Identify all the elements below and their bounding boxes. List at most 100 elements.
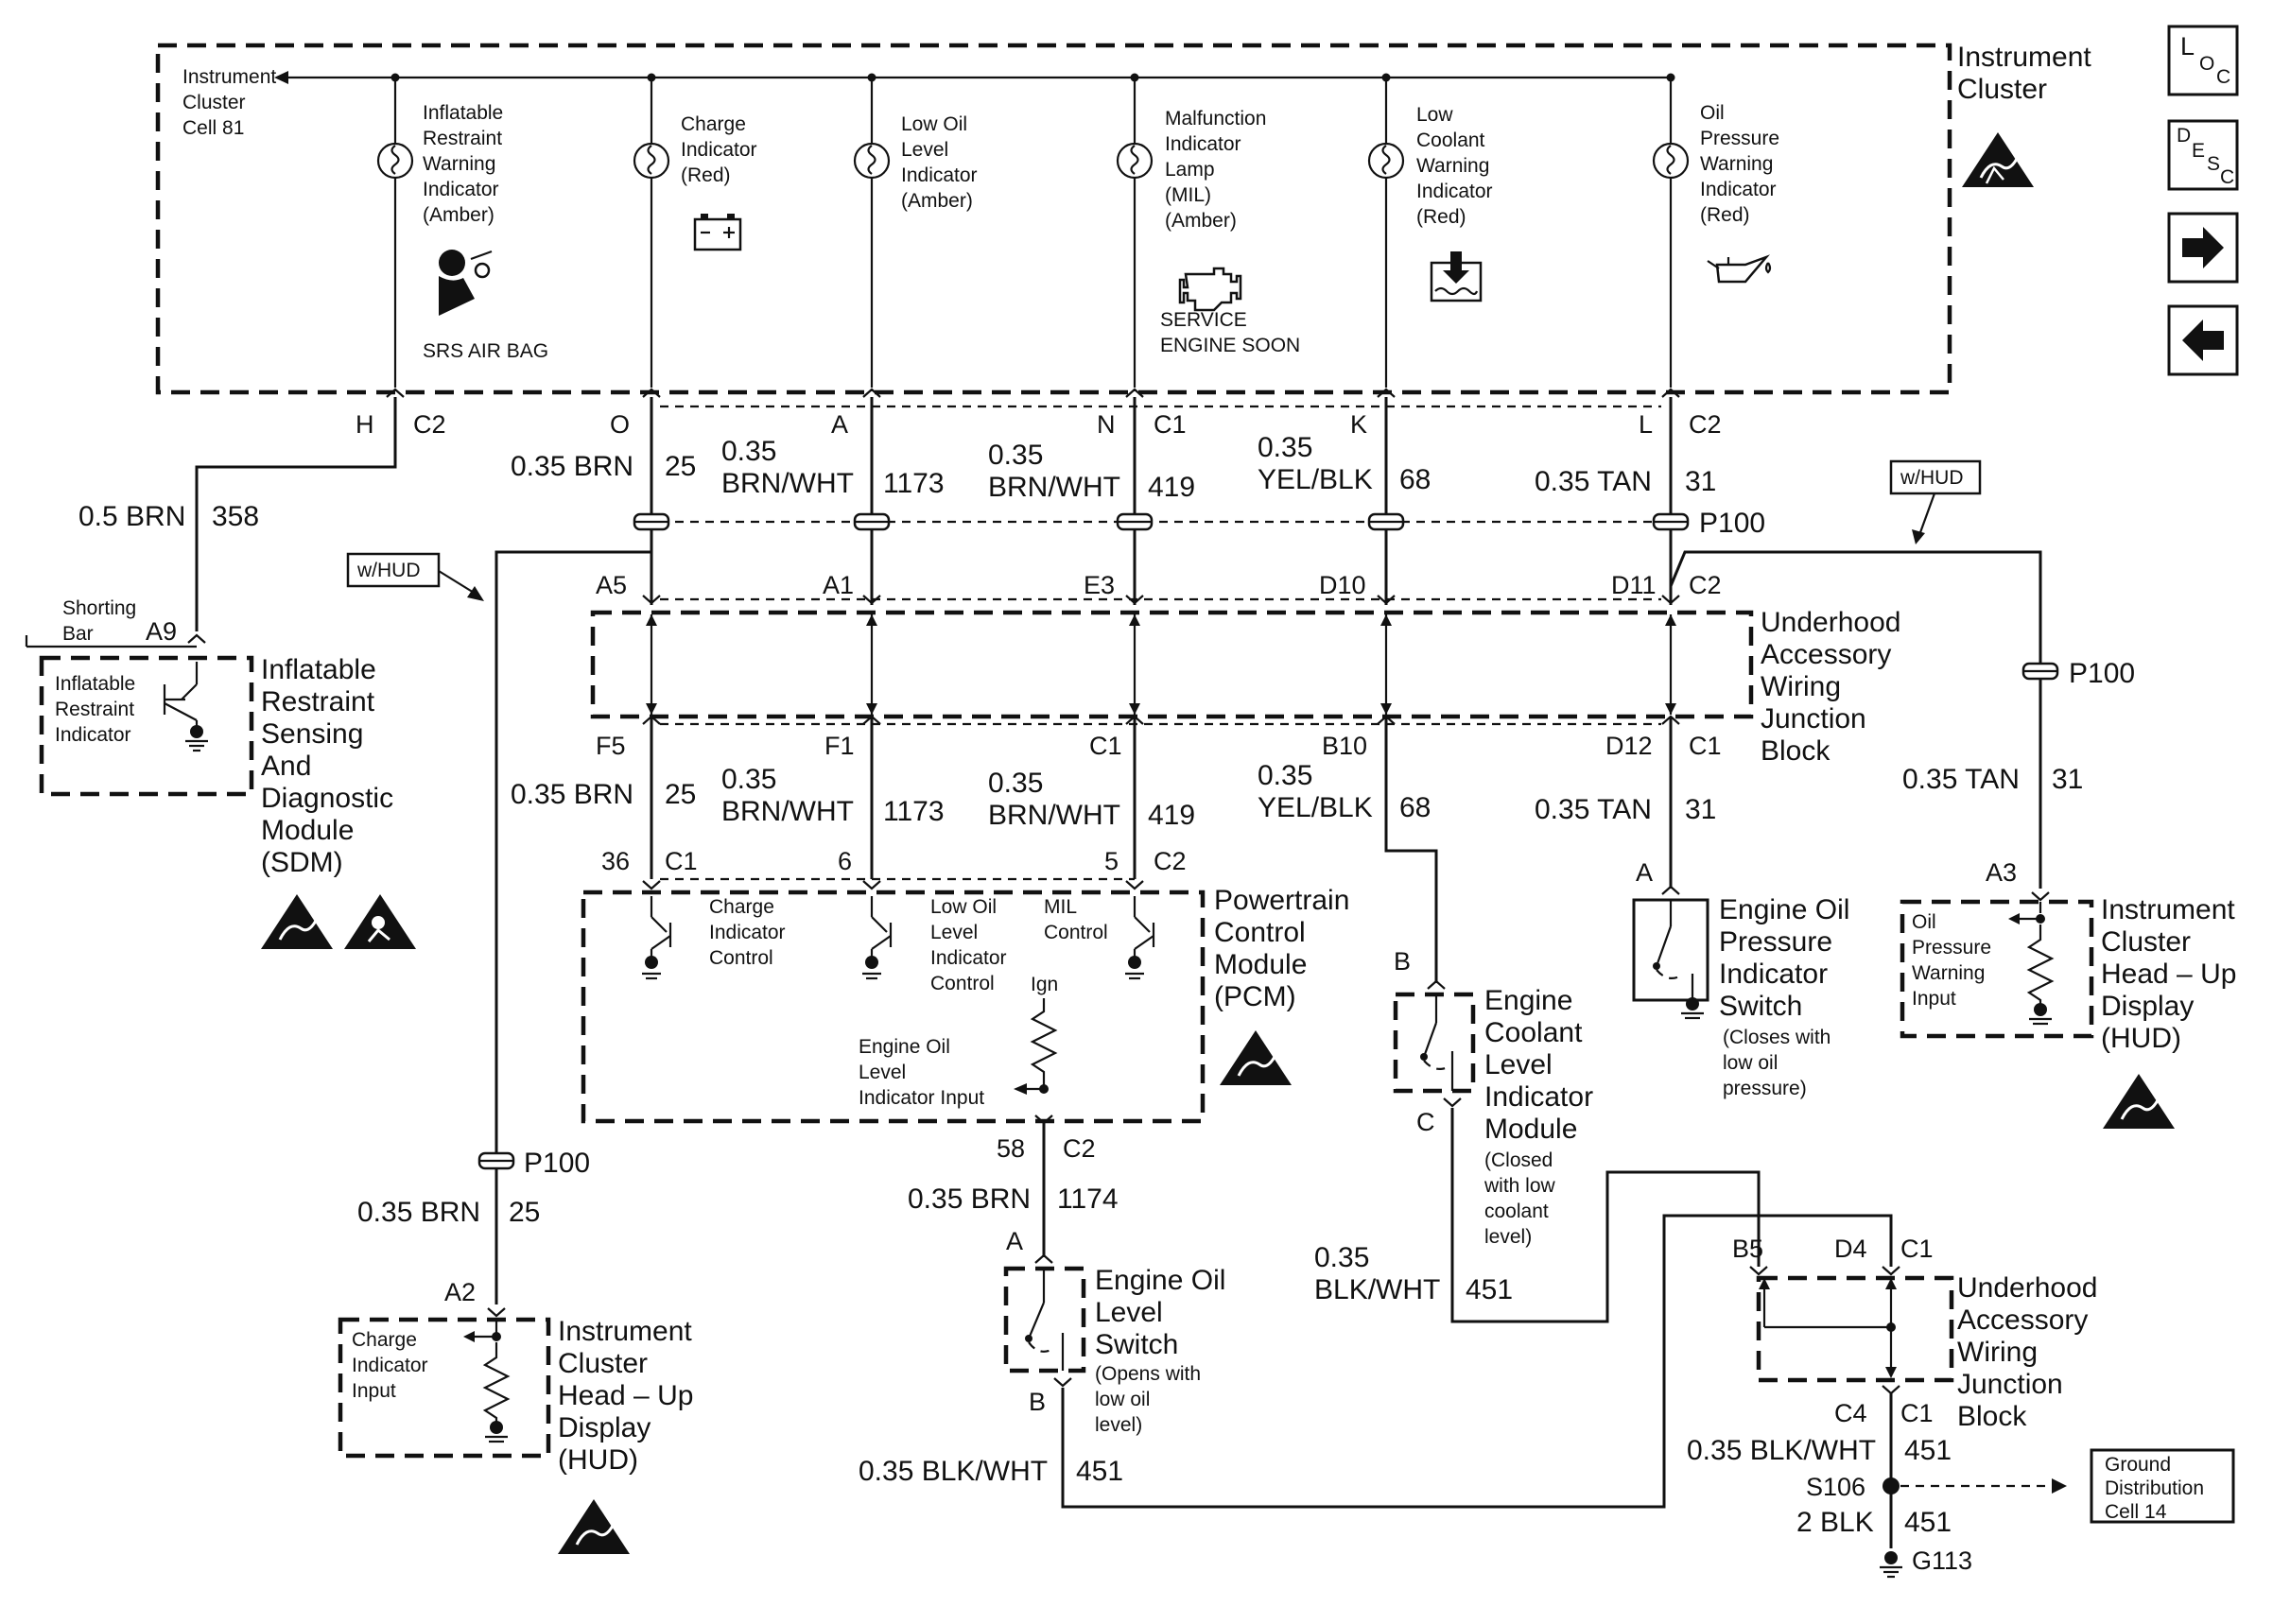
oil-can-icon (1707, 254, 1772, 284)
wire-upper-419-circuit: 419 (1148, 472, 1195, 503)
prev-page-button[interactable] (2167, 304, 2239, 376)
circuit-wires (650, 397, 1673, 983)
jb-pin-a1: A1 (823, 571, 854, 599)
p100-connectors (633, 512, 1690, 531)
coolant-connector-bottom (1443, 1097, 1462, 1108)
airbag-warning-icon (344, 894, 416, 949)
ground-dist-arrow-icon (2052, 1478, 2067, 1494)
conn-c2-h: C2 (413, 410, 446, 439)
pcm-out-wire-color: 0.35 BRN (908, 1183, 1031, 1215)
ground-symbol-icon (1880, 1551, 1902, 1579)
wire-lower-419-circuit: 419 (1148, 800, 1195, 831)
coolant-ground-wire-circuit: 451 (1466, 1274, 1513, 1305)
oil-level-switch-contact (1025, 1269, 1065, 1371)
esd-icon (1962, 132, 2034, 187)
eol-pin-b: B (1029, 1388, 1046, 1416)
hud-right-connector (2031, 891, 2050, 902)
wire-upper-1173-circuit: 1173 (883, 468, 945, 499)
jb2-conn-c1-bottom: C1 (1900, 1399, 1934, 1427)
coolant-ground-wire (1450, 1108, 1761, 1323)
jb2-connectors-top (1749, 1266, 1900, 1276)
svg-text:w/HUD: w/HUD (356, 560, 421, 581)
pcm-transistors (642, 896, 1155, 980)
p100-label: P100 (1699, 508, 1765, 539)
wire-upper-31-color: 0.35 TAN (1535, 466, 1652, 497)
underhood-junction-block-box (590, 610, 1754, 719)
pcm-connectors (642, 880, 1144, 890)
whud-right-arrow-icon (1912, 529, 1925, 544)
loc-button[interactable]: L O C (2167, 25, 2239, 96)
hud-left-pin-a2: A2 (444, 1278, 476, 1306)
jb2-box (1756, 1275, 1954, 1383)
coolant-switch-contact (1420, 994, 1454, 1091)
eol-ground-wire (1061, 1214, 1893, 1509)
jb-pin-b10: B10 (1322, 732, 1367, 760)
p100-right-connector (2021, 662, 2059, 681)
bus-arrow-icon (274, 71, 288, 84)
hud-left-connector (487, 1307, 506, 1318)
ground-wire-color: 2 BLK (1796, 1507, 1874, 1538)
pin-o: O (610, 410, 630, 439)
pin-k: K (1350, 410, 1367, 439)
conn-c2-l: C2 (1689, 410, 1722, 439)
left-arrow-icon (2182, 320, 2224, 361)
pcm-out-connector (1034, 1114, 1053, 1125)
eol-connector-bottom (1053, 1377, 1072, 1388)
jb-conn-c2: C2 (1689, 571, 1722, 599)
whud-left-arrow-icon (467, 586, 484, 601)
svg-text:w/HUD: w/HUD (1900, 467, 1964, 489)
whud-left-tag[interactable]: w/HUD (346, 552, 441, 588)
jb2-internal-bus (1759, 1278, 1897, 1378)
hud-left-wire-circuit: 25 (509, 1197, 540, 1228)
desc-button[interactable]: D E S C (2167, 119, 2239, 191)
next-page-button[interactable] (2167, 212, 2239, 284)
hud-left-wire-color: 0.35 BRN (357, 1197, 480, 1228)
jb-pin-d12: D12 (1605, 732, 1653, 760)
engine-icon (1178, 267, 1242, 312)
whud-right-tag[interactable]: w/HUD (1889, 459, 1982, 495)
whud-right-pointer (1917, 492, 1936, 536)
svg-text:L: L (2180, 32, 2195, 60)
wire-lower-31-color: 0.35 TAN (1535, 794, 1652, 825)
jb-passthrough-arrows (646, 614, 1676, 715)
svg-text:C: C (2220, 166, 2234, 188)
oil-pressure-switch-contact (1653, 900, 1704, 1020)
sdm-wire-circuit: 358 (212, 501, 259, 532)
hud-right-pin-a3: A3 (1986, 858, 2017, 887)
cluster-connectors (386, 388, 1680, 398)
airbag-caption: SRS AIR BAG (423, 340, 548, 362)
jb2-connector-bottom (1882, 1385, 1900, 1395)
pcm-conn-c2: C2 (1154, 847, 1187, 875)
svg-text:C: C (2216, 66, 2230, 88)
jb2-pin-d4: D4 (1834, 1235, 1867, 1263)
svg-text:O: O (2199, 53, 2214, 75)
pcm-conn-c1: C1 (665, 847, 698, 875)
jb-pin-d10: D10 (1319, 571, 1366, 599)
